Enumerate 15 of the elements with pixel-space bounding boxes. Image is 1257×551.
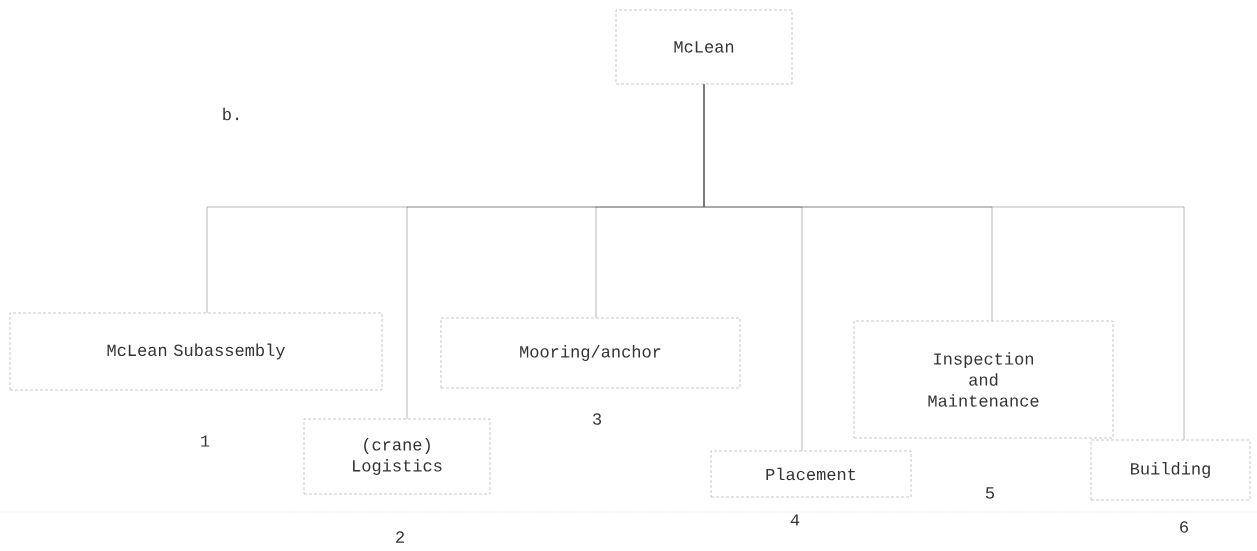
callout-number: 4 — [790, 514, 800, 526]
callout-number: 2 — [396, 531, 404, 543]
process-box: (crane) Logistics — [303, 418, 491, 495]
callout-number: 1 — [201, 435, 210, 447]
callout-number: 3 — [592, 413, 602, 425]
panel-label: b. — [223, 107, 239, 121]
process-box: Inspection and Maintenance — [853, 320, 1114, 439]
process-box: Mooring/anchor — [440, 317, 741, 389]
process-box: McLean — [615, 9, 793, 85]
process-box: Placement — [710, 450, 912, 498]
callout-number: 6 — [1180, 521, 1188, 533]
process-box: Building — [1090, 439, 1251, 501]
process-box: McLean Subassembly — [9, 312, 383, 391]
connector-line — [703, 84, 1185, 440]
callout-number: 5 — [986, 487, 995, 499]
